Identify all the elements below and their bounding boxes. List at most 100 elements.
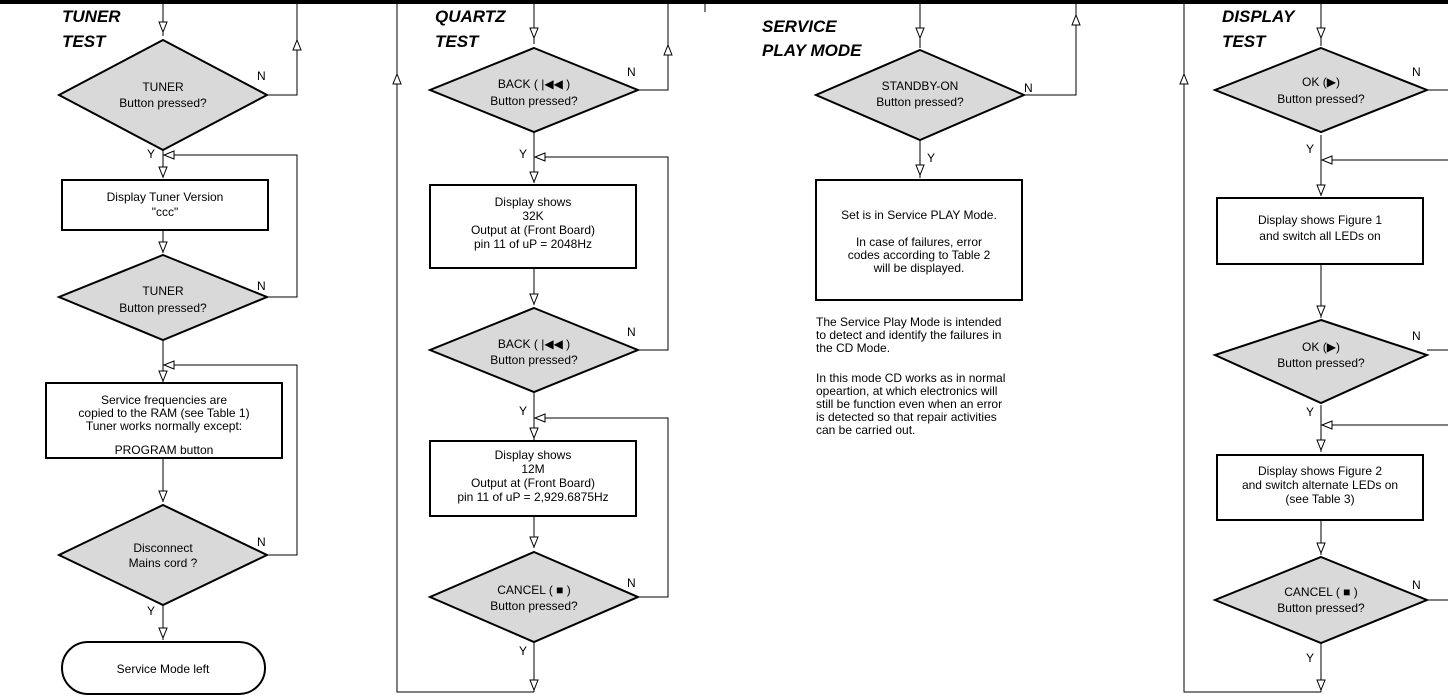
service-note2-line4: is detected so that repair activities (816, 410, 997, 424)
no-label: N (1412, 65, 1421, 79)
service-decision-1 (813, 48, 1027, 142)
tuner-decision-3 (56, 503, 270, 607)
service-note2-line5: can be carried out. (816, 423, 915, 437)
tuner-end-label: Service Mode left (117, 662, 210, 676)
display-d2-line1: OK (▶) (1302, 340, 1340, 354)
quartz-b2-line4: pin 11 of uP = 2,929.6875Hz (457, 490, 608, 504)
tuner-d3-line2: Mains cord ? (129, 556, 198, 570)
display-b1-line1: Display shows Figure 1 (1258, 213, 1382, 227)
no-label: N (627, 576, 636, 590)
tuner-b2-line3: Tuner works normally except: (86, 419, 242, 433)
display-title-line2: TEST (1222, 32, 1267, 51)
yes-label: Y (1306, 142, 1314, 156)
tuner-d3-line1: Disconnect (133, 541, 193, 555)
no-label: N (627, 65, 636, 79)
service-note1-line2: to detect and identify the failures in (816, 328, 1001, 342)
tuner-b2-line1: Service frequencies are (101, 393, 227, 407)
no-label: N (257, 279, 266, 293)
quartz-d1-line2: Button pressed? (490, 94, 578, 108)
quartz-b2-line3: Output at (Front Board) (471, 476, 595, 490)
quartz-box-1 (429, 184, 637, 269)
quartz-b2-line2: 12M (521, 462, 544, 476)
no-label: N (1024, 81, 1033, 95)
tuner-end-terminal (61, 641, 266, 695)
quartz-d2-line1: BACK ( |◀◀ ) (498, 337, 570, 351)
tuner-d1-line2: Button pressed? (119, 96, 207, 110)
no-label: N (1412, 578, 1421, 592)
service-note1-line1: The Service Play Mode is intended (816, 315, 1001, 329)
no-label: N (257, 69, 266, 83)
display-box-1 (1216, 197, 1424, 265)
display-box-2 (1216, 454, 1424, 521)
no-label: N (1412, 329, 1421, 343)
yes-label: Y (519, 404, 527, 418)
quartz-b2-line1: Display shows (495, 448, 572, 462)
quartz-title-line2: TEST (435, 32, 480, 51)
display-d3-line1: CANCEL ( ■ ) (1284, 585, 1357, 599)
service-box-1 (815, 179, 1023, 301)
no-label: N (627, 325, 636, 339)
display-decision-3 (1212, 555, 1430, 645)
tuner-b1-line1: Display Tuner Version (107, 190, 224, 204)
quartz-test-section: QUARTZ TEST BACK ( |◀◀ ) Button pressed?… (392, 4, 673, 693)
service-note1-line3: the CD Mode. (816, 341, 890, 355)
quartz-b1-line3: Output at (Front Board) (471, 223, 595, 237)
quartz-d3-line1: CANCEL ( ■ ) (497, 583, 570, 597)
yes-label: Y (519, 644, 527, 658)
display-title-line1: DISPLAY (1222, 7, 1296, 26)
quartz-decision-1 (427, 46, 641, 134)
tuner-d2-line2: Button pressed? (119, 301, 207, 315)
display-b2-line3: (see Table 3) (1285, 492, 1354, 506)
tuner-test-section: TUNER TEST TUNER Button pressed? Y N Dis… (45, 4, 302, 695)
tuner-b2-line5: PROGRAM button (115, 443, 214, 457)
service-d1-line2: Button pressed? (876, 95, 964, 109)
service-d1-line1: STANDBY-ON (882, 79, 959, 93)
display-b2-line1: Display shows Figure 2 (1258, 464, 1382, 478)
no-label: N (257, 535, 266, 549)
service-title-line2: PLAY MODE (762, 41, 862, 60)
service-note2-line1: In this mode CD works as in normal (816, 371, 1005, 385)
tuner-b2-line2: copied to the RAM (see Table 1) (78, 406, 249, 420)
service-title-line1: SERVICE (762, 17, 837, 36)
quartz-decision-2 (427, 306, 641, 394)
quartz-decision-3 (427, 550, 641, 644)
quartz-b1-line4: pin 11 of uP = 2048Hz (474, 237, 592, 251)
quartz-d2-line2: Button pressed? (490, 353, 578, 367)
yes-label: Y (927, 151, 935, 165)
service-b1-line4: codes according to Table 2 (848, 248, 991, 262)
tuner-d1-line1: TUNER (142, 80, 184, 94)
quartz-b1-line1: Display shows (495, 195, 572, 209)
yes-label: Y (519, 147, 527, 161)
quartz-b1-line2: 32K (522, 209, 543, 223)
service-b1-line5: will be displayed. (873, 261, 965, 275)
display-d1-line1: OK (▶) (1302, 75, 1340, 89)
yes-label: Y (1306, 405, 1314, 419)
display-d2-line2: Button pressed? (1277, 356, 1365, 370)
display-b2-line2: and switch alternate LEDs on (1242, 478, 1398, 492)
tuner-b1-line2: "ccc" (152, 205, 179, 219)
tuner-title-line2: TEST (62, 32, 107, 51)
quartz-box-2 (429, 440, 637, 517)
display-d3-line2: Button pressed? (1277, 601, 1365, 615)
tuner-d2-line1: TUNER (142, 284, 184, 298)
yes-label: Y (147, 604, 155, 618)
service-b1-line1: Set is in Service PLAY Mode. (841, 208, 997, 222)
display-b1-line2: and switch all LEDs on (1259, 229, 1380, 243)
tuner-box-1 (61, 179, 269, 231)
service-note2-line2: opeartion, at which electronics will (816, 384, 997, 398)
display-d1-line2: Button pressed? (1277, 92, 1365, 106)
quartz-d1-line1: BACK ( |◀◀ ) (498, 77, 570, 91)
quartz-title-line1: QUARTZ (435, 7, 506, 26)
tuner-decision-1 (56, 38, 270, 152)
quartz-d3-line2: Button pressed? (490, 599, 578, 613)
tuner-title-line1: TUNER (62, 7, 121, 26)
service-play-section: SERVICE PLAY MODE STANDBY-ON Button pres… (762, 4, 1081, 437)
tuner-decision-2 (56, 253, 270, 342)
display-test-section: DISPLAY TEST OK (▶) Button pressed? Y N … (1179, 4, 1448, 693)
display-decision-1 (1212, 46, 1430, 134)
tuner-box-2 (45, 382, 283, 459)
service-b1-line3: In case of failures, error (856, 235, 982, 249)
display-decision-2 (1212, 318, 1430, 405)
yes-label: Y (1306, 651, 1314, 665)
